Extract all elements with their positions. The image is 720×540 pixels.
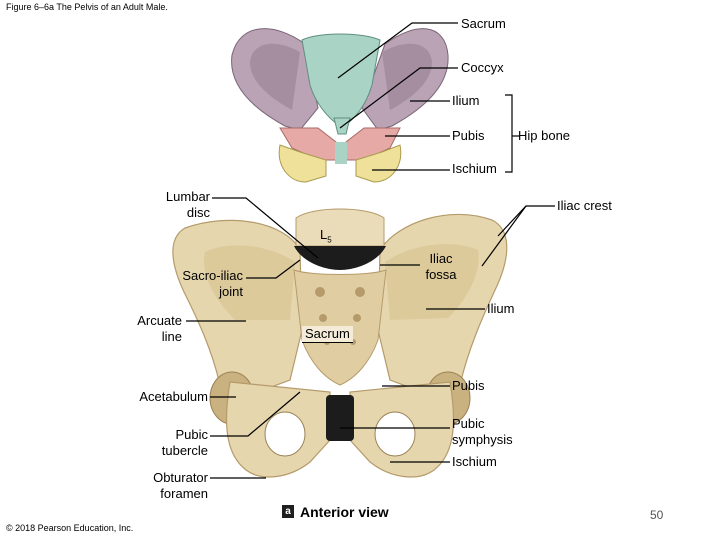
- colored-pelvis: [231, 28, 449, 183]
- label-sacrum-top: Sacrum: [461, 16, 506, 31]
- label-l5-letter: L: [320, 227, 328, 242]
- label-pubic-tubercle-line1: Pubic: [175, 427, 208, 442]
- label-acetabulum: Acetabulum: [139, 389, 208, 404]
- label-lumbar-disc: Lumbar disc: [140, 189, 210, 221]
- label-obturator-line2: foramen: [160, 486, 208, 501]
- sacral-foramen: [315, 287, 325, 297]
- pubic-symphysis-top: [335, 142, 347, 164]
- label-pubic-tubercle-line2: tubercle: [161, 443, 208, 458]
- label-arcuate-line: Arcuate line: [110, 313, 182, 345]
- lumbar-disc-shape: [294, 246, 386, 270]
- coccyx-shape: [333, 117, 351, 135]
- sacral-foramen: [353, 314, 361, 322]
- label-l5-sub: 5: [327, 235, 332, 245]
- label-pubic-tubercle: Pubic tubercle: [120, 427, 208, 459]
- label-lumbar-disc-line1: Lumbar: [165, 189, 210, 204]
- view-letter-badge: a: [282, 505, 294, 518]
- label-pubis-bottom: Pubis: [452, 378, 485, 393]
- label-ilium-top: Ilium: [452, 93, 480, 108]
- label-obturator-line1: Obturator: [153, 470, 208, 485]
- page-number: 50: [650, 508, 664, 522]
- copyright: © 2018 Pearson Education, Inc.: [6, 523, 134, 533]
- label-ischium-bottom: Ischium: [452, 454, 497, 469]
- right-fossa-shadow: [385, 243, 479, 320]
- left-iliac-fossa-shade: [250, 43, 300, 110]
- label-arcuate-line2: line: [161, 329, 182, 344]
- label-sacroiliac-line2: joint: [219, 284, 243, 299]
- label-coccyx: Coccyx: [461, 60, 504, 75]
- right-ischium: [355, 144, 402, 183]
- label-pubic-symphysis-line1: Pubic: [452, 416, 485, 431]
- label-sacrum-bottom: Sacrum: [302, 326, 353, 343]
- label-arcuate-line1: Arcuate: [137, 313, 182, 328]
- left-ischium: [278, 144, 327, 183]
- label-obturator-foramen: Obturator foramen: [120, 470, 208, 502]
- label-iliac-fossa-line2: fossa: [425, 267, 457, 282]
- label-sacroiliac-joint: Sacro-iliac joint: [150, 268, 243, 300]
- pubic-symphysis-shape: [326, 395, 354, 441]
- label-lumbar-disc-line2: disc: [186, 205, 210, 220]
- label-l5: L5: [320, 227, 332, 249]
- figure-title: Figure 6–6a The Pelvis of an Adult Male.: [6, 2, 168, 12]
- l5-vertebra: [295, 208, 385, 247]
- label-pubis-top: Pubis: [452, 128, 485, 143]
- right-obturator-foramen: [374, 411, 416, 457]
- label-ischium-top: Ischium: [452, 161, 497, 176]
- label-pubic-symphysis-line2: symphysis: [452, 432, 513, 447]
- label-ilium-bottom: Ilium: [487, 301, 515, 316]
- label-iliac-crest: Iliac crest: [557, 198, 612, 213]
- view-label: Anterior view: [300, 504, 389, 520]
- label-sacroiliac-line1: Sacro-iliac: [182, 268, 243, 283]
- sacral-foramen: [319, 314, 327, 322]
- label-iliac-fossa-line1: Iliac: [429, 251, 453, 266]
- left-obturator-foramen: [264, 411, 306, 457]
- label-pubic-symphysis: Pubic symphysis: [452, 416, 513, 448]
- label-iliac-fossa: Iliac fossa: [420, 251, 462, 283]
- sacral-foramen: [355, 287, 365, 297]
- label-hip-bone: Hip bone: [518, 128, 571, 143]
